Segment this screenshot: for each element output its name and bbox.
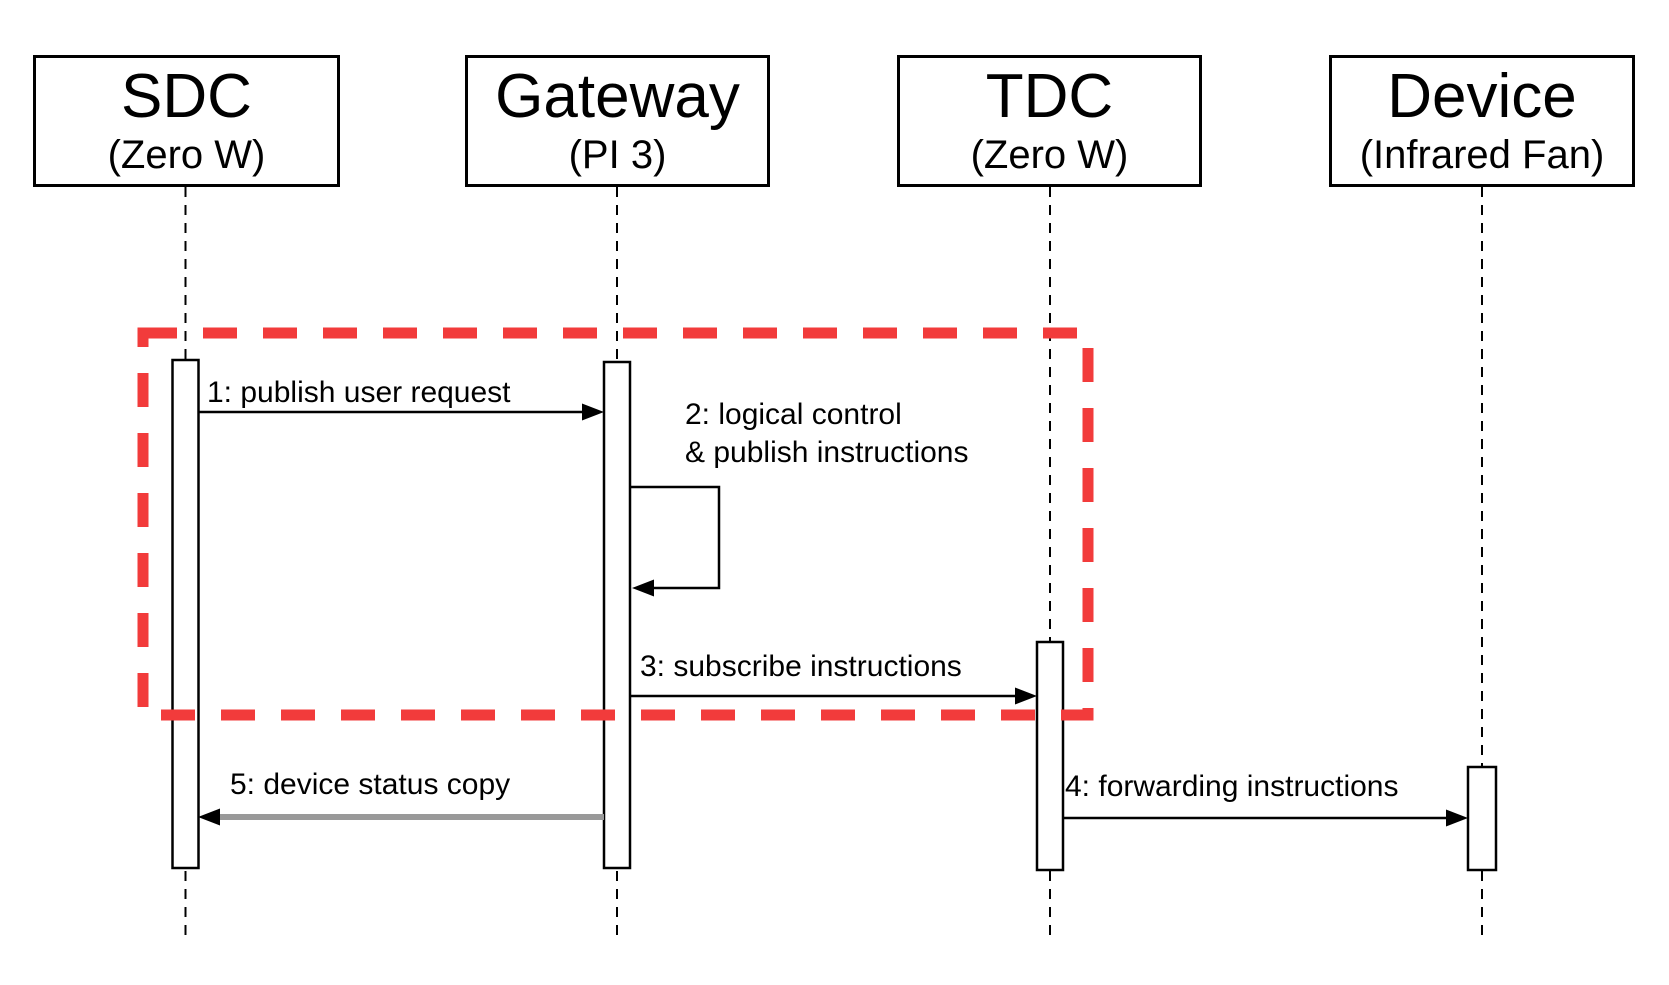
actor-box-sdc: SDC (Zero W) [33, 55, 340, 187]
actor-title-device: Device [1387, 62, 1577, 131]
message-3-label: 3: subscribe instructions [640, 650, 962, 683]
actor-box-tdc: TDC (Zero W) [897, 55, 1202, 187]
actor-subtitle-sdc: (Zero W) [107, 133, 266, 177]
message-5-arrowhead-icon [198, 808, 220, 826]
highlight-region-red-dashed [137, 327, 1094, 721]
message-1-arrowhead-icon [582, 403, 604, 421]
actor-title-gateway: Gateway [495, 62, 740, 131]
actor-subtitle-tdc: (Zero W) [970, 133, 1129, 177]
actor-subtitle-gateway: (PI 3) [568, 133, 667, 177]
actor-box-device: Device (Infrared Fan) [1329, 55, 1635, 187]
message-2-label-line2: & publish instructions [685, 436, 969, 469]
activation-bar-device [1466, 765, 1498, 872]
message-3-arrowhead-icon [1015, 687, 1037, 705]
actor-subtitle-device: (Infrared Fan) [1359, 133, 1605, 177]
message-2-self-loop-line [630, 485, 721, 590]
activation-bar-tdc [1035, 640, 1065, 872]
message-5-label: 5: device status copy [230, 768, 511, 801]
message-4-arrowhead-icon [1446, 809, 1468, 827]
actor-title-tdc: TDC [985, 62, 1114, 131]
actor-title-sdc: SDC [121, 62, 252, 131]
activation-bar-sdc [171, 358, 200, 870]
message-2-label-line1: 2: logical control [685, 398, 902, 431]
message-4-label: 4: forwarding instructions [1065, 770, 1399, 803]
message-1-label: 1: publish user request [207, 376, 511, 409]
message-2-arrowhead-icon [632, 579, 654, 597]
actor-box-gateway: Gateway (PI 3) [465, 55, 770, 187]
message-2-label: 2: logical control & publish instruction… [685, 396, 968, 472]
activation-bar-gateway [602, 360, 632, 870]
